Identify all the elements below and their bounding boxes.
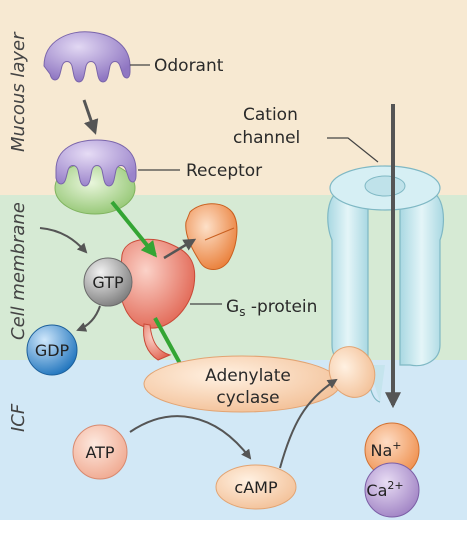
gtp-molecule — [83, 257, 133, 307]
calcium-ion — [364, 462, 420, 518]
layer-label-cell-membrane: Cell membrane — [8, 202, 29, 340]
calcium-label: Ca2+ — [366, 479, 403, 500]
gtp-to-gdp-arrow — [76, 305, 101, 332]
adenylate-cyclase-label-line1: Adenylate — [205, 366, 291, 386]
odorant-label: Odorant — [154, 56, 224, 76]
odorant-to-receptor-arrow — [82, 99, 99, 135]
cation-channel-leader — [327, 137, 379, 163]
gdp-label: GDP — [35, 341, 70, 360]
bottom-margin — [0, 520, 467, 534]
gdp-molecule — [26, 324, 78, 376]
adenylate-cyclase-label-line2: cyclase — [216, 388, 279, 408]
layer-label-icf: ICF — [8, 403, 29, 432]
cation-channel-label-line2: channel — [233, 128, 300, 148]
atp-molecule — [72, 424, 128, 480]
gtp-binding-arrow — [39, 227, 88, 254]
receptor-protein — [54, 139, 137, 215]
gprotein-to-subunit-arrow — [163, 238, 197, 260]
camp-to-channel-arrow — [279, 378, 338, 469]
receptor-label: Receptor — [186, 161, 262, 181]
receptor-to-gprotein-arrow — [110, 200, 158, 258]
atp-to-camp-arrow — [129, 415, 252, 460]
cation-channel-label-line1: Cation — [243, 105, 298, 125]
g-protein — [119, 238, 196, 361]
gtp-label: GTP — [92, 273, 124, 292]
atp-label: ATP — [85, 443, 114, 462]
cation-channel — [327, 165, 445, 403]
odorant-molecule — [43, 31, 131, 83]
sodium-label: Na+ — [371, 439, 402, 460]
layer-label-mucous: Mucous layer — [8, 31, 29, 152]
camp-label: cAMP — [234, 478, 278, 497]
camp-molecule — [215, 464, 297, 510]
gs-protein-label: Gs -protein — [226, 297, 317, 319]
